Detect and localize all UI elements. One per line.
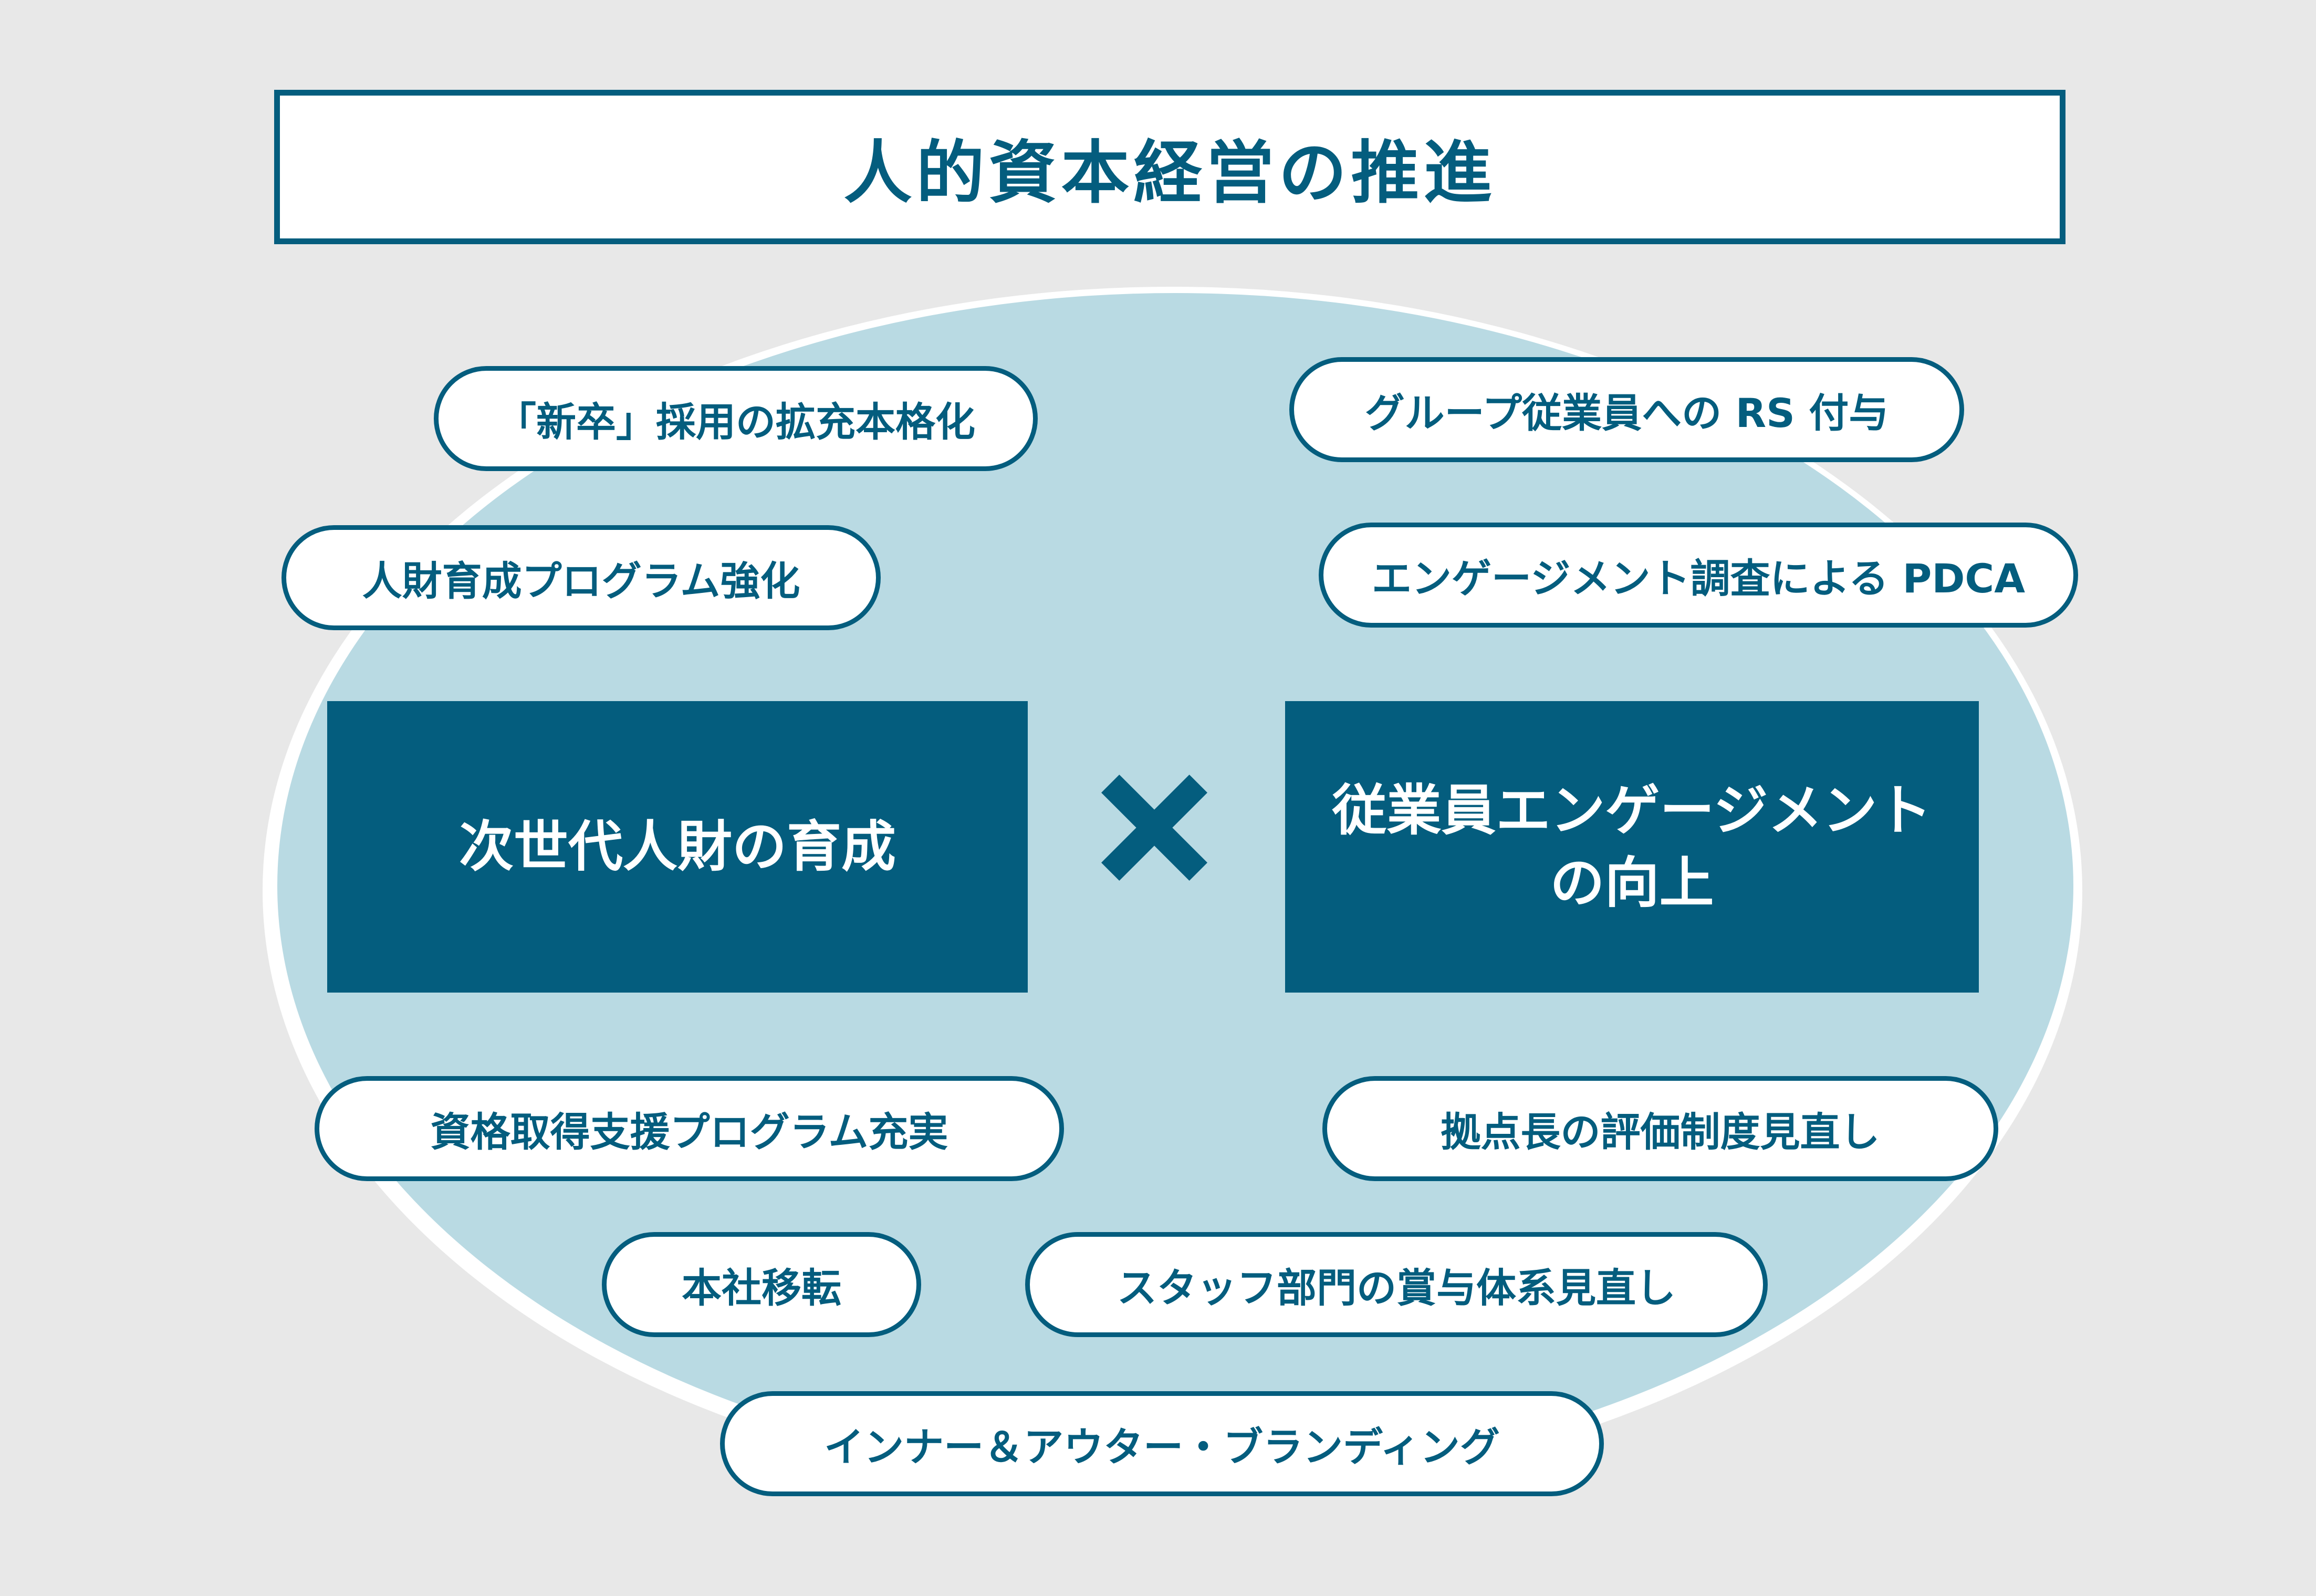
pill-label: 人財育成プログラム強化 <box>362 558 800 604</box>
pill-label: 本社移転 <box>682 1265 841 1311</box>
pill-inner-outer-branding: インナー＆アウター・ブランディング <box>720 1391 1604 1496</box>
page-title: 人的資本経営の推進 <box>843 133 1496 213</box>
title-box: 人的資本経営の推進 <box>274 90 2065 244</box>
pill-rs-grant-to-group-employees: グループ従業員への RS 付与 <box>1289 357 1964 462</box>
multiply-icon <box>1101 775 1207 881</box>
pill-engagement-survey-pdca: エンゲージメント調査による PDCA <box>1319 523 2078 628</box>
pill-label: グループ従業員への RS 付与 <box>1364 390 1889 436</box>
pill-new-grad-hiring: 「新卒」採用の拡充本格化 <box>434 366 1038 471</box>
pill-label: エンゲージメント調査による PDCA <box>1371 555 2026 602</box>
pill-label: 拠点長の評価制度見直し <box>1441 1109 1880 1155</box>
pill-headquarters-relocation: 本社移転 <box>602 1232 921 1337</box>
pill-site-manager-evaluation-review: 拠点長の評価制度見直し <box>1322 1076 1998 1181</box>
core-box-label: 次世代人財の育成 <box>458 814 896 879</box>
pill-label: スタッフ部門の賞与体系見直し <box>1117 1265 1676 1311</box>
pill-certification-support-program: 資格取得支援プログラム充実 <box>315 1076 1064 1181</box>
pill-staff-bonus-system-review: スタッフ部門の賞与体系見直し <box>1025 1232 1768 1337</box>
core-box-next-gen-talent: 次世代人財の育成 <box>327 701 1028 993</box>
core-box-employee-engagement: 従業員エンゲージメント の向上 <box>1285 701 1979 993</box>
pill-label: 資格取得支援プログラム充実 <box>430 1109 948 1155</box>
pill-label: インナー＆アウター・ブランディング <box>824 1424 1500 1470</box>
pill-label: 「新卒」採用の拡充本格化 <box>496 399 975 445</box>
pill-talent-development-program: 人財育成プログラム強化 <box>281 525 881 630</box>
core-box-label: 従業員エンゲージメント の向上 <box>1332 778 1932 915</box>
